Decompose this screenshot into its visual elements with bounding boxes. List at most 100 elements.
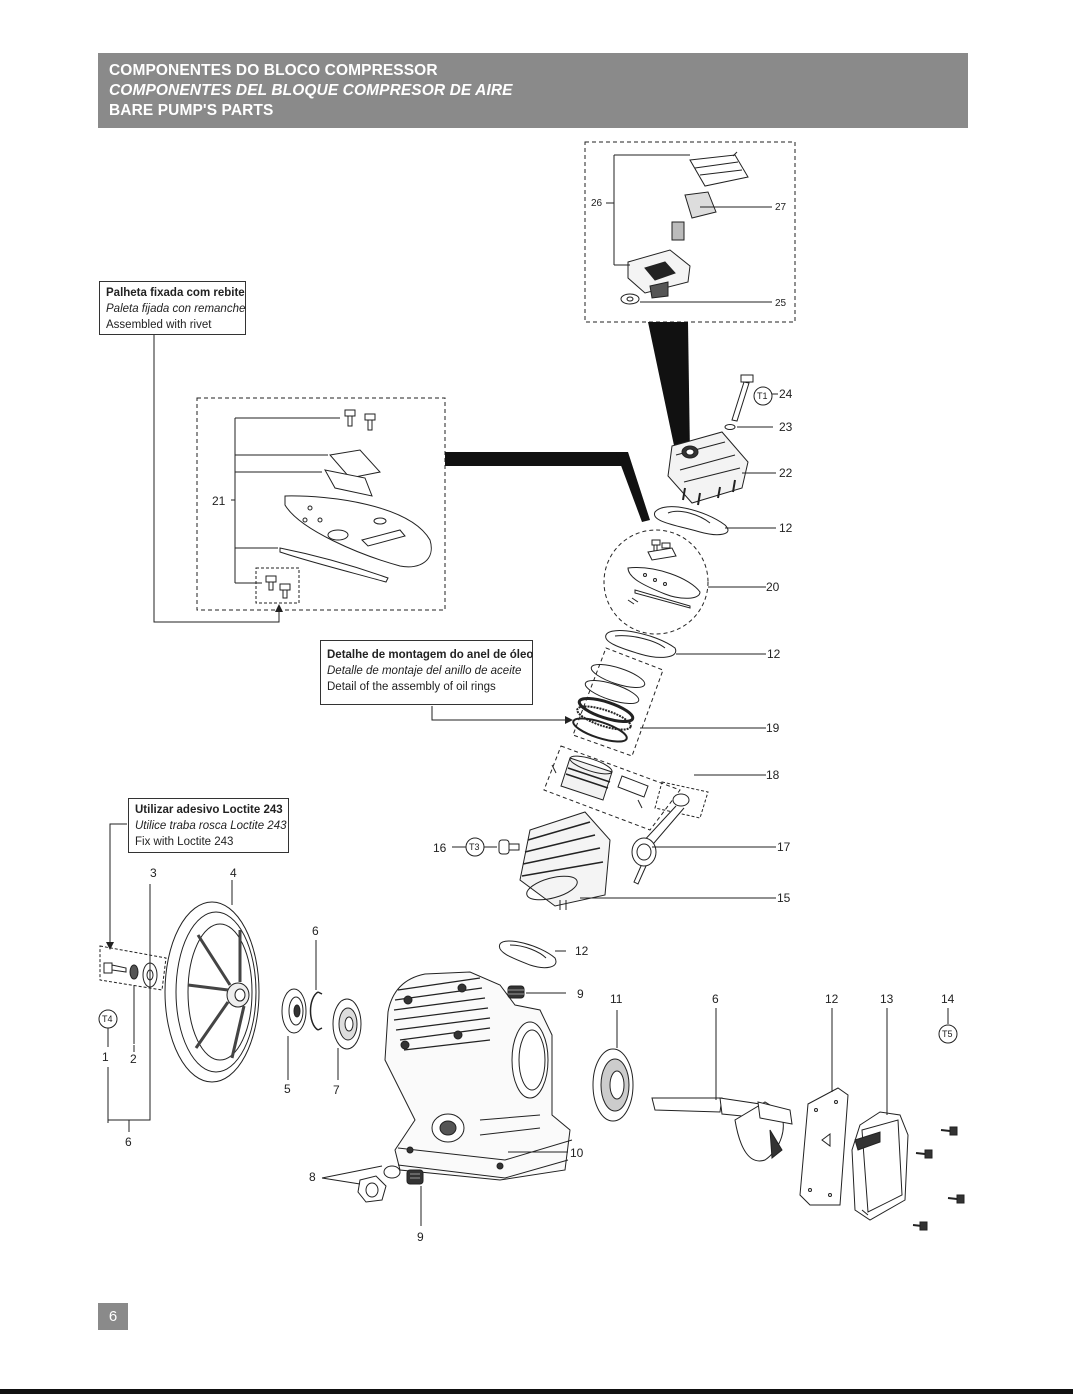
- bottom-rule: [0, 1389, 1073, 1394]
- bearing-7-part: [332, 998, 362, 1080]
- part-number-1: 1: [102, 1050, 109, 1064]
- part-number-12-crankcase: 12: [575, 944, 589, 958]
- part-number-12-cover: 12: [825, 992, 839, 1006]
- part-number-25: 25: [775, 298, 787, 309]
- crankcase-gasket-part: [498, 940, 566, 969]
- part-number-20: 20: [766, 580, 780, 594]
- lock-washer-part: [129, 964, 139, 980]
- cylinder-screw-part: [452, 837, 520, 857]
- valve-washer-part: [620, 293, 640, 305]
- part-number-10: 10: [570, 1146, 584, 1160]
- callout-wedge-valve: [648, 322, 690, 455]
- crankshaft-part: [651, 1008, 793, 1162]
- header-title-es: COMPONENTES DEL BLOQUE COMPRESOR DE AIRE: [109, 82, 513, 99]
- part-number-4: 4: [230, 866, 237, 880]
- part-number-19: 19: [766, 721, 780, 735]
- part-number-6-fastener: 6: [125, 1135, 132, 1149]
- part-number-9-bottom: 9: [417, 1230, 424, 1244]
- oil-rings-note: Detalhe de montagem do anel de óleo Deta…: [320, 640, 533, 705]
- bearing-11-part: [592, 1010, 634, 1122]
- loctite-note-es: Utilice traba rosca Loctite 243: [135, 820, 287, 832]
- loctite-note-en: Fix with Loctite 243: [135, 836, 234, 848]
- part-number-labels: 1 2 3 4 5 6 6 6 7 8 9 9 10 11 12 12 12 1…: [102, 198, 955, 1244]
- cylinder-head-part: [667, 431, 776, 506]
- oil-rings-note-pt: Detalhe de montagem do anel de óleo: [327, 649, 534, 661]
- part-number-13: 13: [880, 992, 894, 1006]
- rivet-note-es: Paleta fijada con remanche: [106, 303, 246, 315]
- lower-reed-part: [279, 547, 389, 583]
- part-number-7: 7: [333, 1083, 340, 1097]
- loctite-note: Utilizar adesivo Loctite 243 Utilice tra…: [128, 798, 289, 853]
- valve-base-block-part: [627, 249, 691, 299]
- oil-sight-glass-part: [321, 1165, 401, 1203]
- connecting-rod-part: [631, 793, 776, 885]
- part-number-2: 2: [130, 1052, 137, 1066]
- part-number-12-cylinder: 12: [767, 647, 781, 661]
- head-washer-part: [724, 424, 773, 430]
- oil-rings-note-en: Detail of the assembly of oil rings: [327, 681, 496, 693]
- valve-cover-part: [689, 151, 749, 187]
- bearing-5-part: [281, 988, 307, 1080]
- page-number: 6: [98, 1303, 128, 1330]
- part-number-26: 26: [591, 198, 603, 209]
- section-header: COMPONENTES DO BLOCO COMPRESSOR COMPONEN…: [98, 53, 968, 128]
- reed-stop-part: [329, 449, 381, 479]
- torque-tag-t1: [753, 386, 773, 406]
- part-number-18: 18: [766, 768, 780, 782]
- part-number-24: 24: [779, 387, 793, 401]
- torque-label-t4: T4: [102, 1014, 113, 1024]
- valve-plate-detail-box: [196, 397, 446, 611]
- crankcase-part: [384, 971, 573, 1181]
- part-number-23: 23: [779, 420, 793, 434]
- rivet-note-pt: Palheta fixada com rebite: [106, 287, 245, 299]
- rivet-subbox: [255, 567, 300, 604]
- rivet-note-en: Assembled with rivet: [106, 319, 212, 331]
- reed-valve-part: [324, 469, 373, 497]
- part-number-5: 5: [284, 1082, 291, 1096]
- valve-detail-box: [584, 141, 796, 323]
- part-number-16: 16: [433, 841, 447, 855]
- cover-gasket-part: [799, 1008, 849, 1206]
- oil-rings-detail-box: [572, 647, 766, 757]
- circlip-part: [309, 940, 323, 1031]
- part-number-6-crankshaft: 6: [712, 992, 719, 1006]
- part-number-9-top: 9: [577, 987, 584, 1001]
- part-number-27: 27: [775, 202, 787, 213]
- plate-screws-part: [344, 409, 376, 431]
- cover-screws-part: [912, 1008, 965, 1231]
- cylinder-part: [519, 811, 776, 910]
- part-number-8: 8: [309, 1170, 316, 1184]
- part-number-17: 17: [777, 840, 791, 854]
- part-number-15: 15: [777, 891, 791, 905]
- breather-plug-top-part: [507, 985, 566, 999]
- rivets-part: [265, 575, 291, 599]
- valve-element-part: [671, 191, 717, 241]
- part-number-11: 11: [610, 992, 623, 1006]
- part-number-12-head: 12: [779, 521, 793, 535]
- part-number-14: 14: [941, 992, 955, 1006]
- torque-label-t5: T5: [942, 1029, 953, 1039]
- part-number-21: 21: [212, 494, 226, 508]
- loctite-note-pt: Utilizar adesivo Loctite 243: [135, 804, 283, 816]
- piston-detail-box: [543, 745, 766, 831]
- valve-plate-assembly-circle: [603, 529, 766, 635]
- cylinder-gasket-part: [605, 630, 766, 658]
- rivet-note-leader: [153, 334, 280, 623]
- pulley-part: [164, 880, 260, 1083]
- head-gasket-upper-part: [654, 506, 776, 536]
- pulley-bolt-part: [103, 962, 127, 974]
- part-number-22: 22: [779, 466, 793, 480]
- head-bolt-part: [731, 374, 778, 422]
- torque-label-t1: T1: [757, 391, 768, 401]
- header-title-en: BARE PUMP'S PARTS: [109, 102, 274, 119]
- loctite-note-leader: [109, 823, 127, 942]
- oil-rings-note-leader: [431, 706, 565, 721]
- rivet-note: Palheta fixada com rebite Paleta fijada …: [99, 281, 246, 335]
- torque-label-t3: T3: [469, 842, 480, 852]
- part-number-3: 3: [150, 866, 157, 880]
- callout-bar-plate: [445, 452, 624, 466]
- part-number-6-circlip: 6: [312, 924, 319, 938]
- crankcase-cover-part: [851, 1008, 909, 1221]
